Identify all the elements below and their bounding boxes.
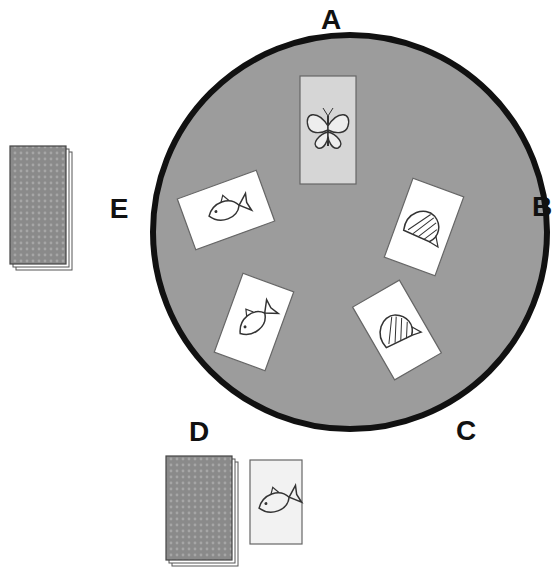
player-letter: D	[189, 418, 209, 446]
player-letter: B	[532, 193, 552, 221]
player-letter: C	[456, 417, 476, 445]
player-letter: E	[110, 195, 129, 223]
player-letter: A	[321, 6, 341, 34]
